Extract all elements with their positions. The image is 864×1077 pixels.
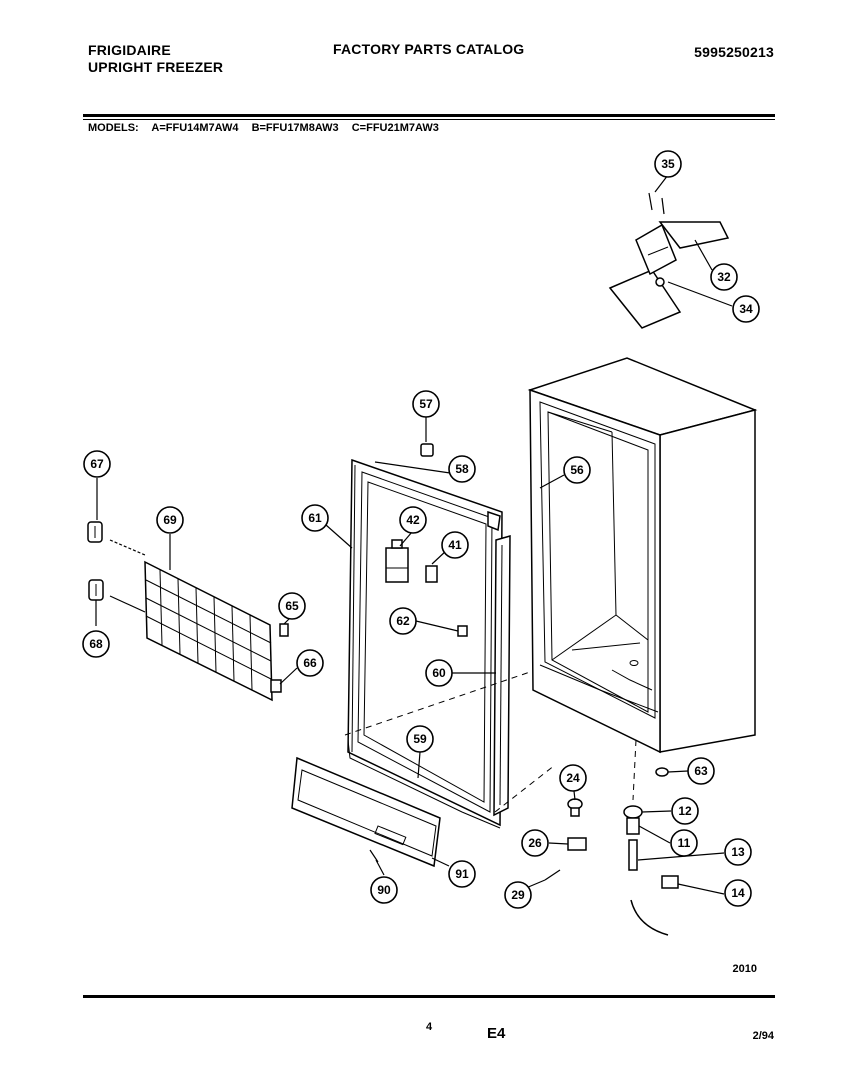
leader-lines [95, 174, 733, 895]
svg-text:12: 12 [678, 804, 692, 818]
clip-66 [270, 679, 282, 693]
assembly-lines [344, 671, 637, 813]
callout-67: 67 [83, 450, 111, 478]
section-code: E4 [487, 1025, 506, 1042]
svg-text:42: 42 [406, 513, 420, 527]
callout-42: 42 [399, 506, 427, 534]
callout-26: 26 [521, 829, 549, 857]
callout-90: 90 [370, 876, 398, 904]
callout-32: 32 [710, 263, 738, 291]
door-kickplate [291, 756, 441, 868]
callout-61: 61 [301, 504, 329, 532]
header-rule-thin [83, 119, 775, 120]
part-24 [567, 798, 583, 817]
models-label: MODELS: [88, 122, 139, 134]
door-liner-assembly [347, 458, 511, 827]
svg-text:69: 69 [163, 513, 177, 527]
svg-text:63: 63 [694, 764, 708, 778]
models-line: MODELS: A=FFU14M7AW4 B=FFU17M8AW3 C=FFU2… [88, 122, 449, 134]
wire-basket [144, 560, 273, 702]
svg-text:68: 68 [89, 637, 103, 651]
svg-text:14: 14 [731, 886, 745, 900]
svg-text:11: 11 [678, 836, 691, 850]
callout-69: 69 [156, 506, 184, 534]
callout-59: 59 [406, 725, 434, 753]
page-number: 4 [426, 1021, 433, 1033]
model-b: B=FFU17M8AW3 [251, 122, 339, 134]
callout-56: 56 [563, 456, 591, 484]
callout-12: 12 [671, 797, 699, 825]
svg-text:66: 66 [303, 656, 317, 670]
svg-text:56: 56 [570, 463, 584, 477]
svg-text:41: 41 [448, 538, 462, 552]
svg-text:24: 24 [566, 771, 580, 785]
top-hinge-assembly [608, 192, 730, 329]
part-26 [567, 837, 587, 851]
svg-text:35: 35 [661, 157, 675, 171]
svg-text:29: 29 [511, 888, 525, 902]
callout-68: 68 [82, 630, 110, 658]
catalog-title: FACTORY PARTS CATALOG [333, 41, 525, 57]
svg-text:32: 32 [717, 270, 731, 284]
callout-57: 57 [412, 390, 440, 418]
callout-63: 63 [687, 757, 715, 785]
catalog-date: 2/94 [752, 1030, 774, 1042]
header-rule-thick [83, 114, 775, 117]
catalog-part-number: 5995250213 [694, 44, 774, 60]
svg-text:91: 91 [455, 867, 469, 881]
screw-90 [369, 849, 379, 863]
model-a: A=FFU14M7AW4 [151, 122, 239, 134]
svg-text:34: 34 [739, 302, 753, 316]
callout-11: 11 [670, 829, 698, 857]
freezer-cabinet [527, 357, 758, 754]
shelf-retainer-upper [87, 521, 103, 543]
callout-29: 29 [504, 881, 532, 909]
svg-text:58: 58 [455, 462, 469, 476]
model-c: C=FFU21M7AW3 [351, 122, 439, 134]
callout-65: 65 [278, 592, 306, 620]
callout-58: 58 [448, 455, 476, 483]
callout-60: 60 [425, 659, 453, 687]
callout-91: 91 [448, 860, 476, 888]
plug-57 [420, 443, 434, 457]
drain-assembly [623, 805, 679, 936]
callout-24: 24 [559, 764, 587, 792]
diagram-code: 2010 [732, 963, 757, 975]
svg-text:13: 13 [731, 845, 745, 859]
screw-29 [544, 869, 561, 881]
control-42 [385, 539, 409, 583]
brand-name: FRIGIDAIRE [88, 42, 171, 58]
svg-text:90: 90 [377, 883, 391, 897]
leveler-63 [655, 767, 669, 777]
clip-62 [457, 625, 468, 637]
callout-41: 41 [441, 531, 469, 559]
callout-13: 13 [724, 838, 752, 866]
product-type: UPRIGHT FREEZER [88, 59, 224, 75]
footer-rule [83, 995, 775, 998]
callout-34: 34 [732, 295, 760, 323]
control-41 [425, 565, 438, 583]
brand-block: FRIGIDAIRE UPRIGHT FREEZER [88, 42, 223, 76]
callout-62: 62 [389, 607, 417, 635]
shelf-retainer-lower [88, 579, 104, 601]
callout-66: 66 [296, 649, 324, 677]
svg-text:59: 59 [413, 732, 427, 746]
svg-text:65: 65 [285, 599, 299, 613]
svg-text:67: 67 [90, 457, 104, 471]
svg-text:61: 61 [308, 511, 322, 525]
door-gasket-lower [347, 739, 501, 829]
svg-text:57: 57 [419, 397, 433, 411]
svg-text:62: 62 [396, 614, 410, 628]
callout-35: 35 [654, 150, 682, 178]
svg-text:26: 26 [528, 836, 542, 850]
callout-14: 14 [724, 879, 752, 907]
svg-text:60: 60 [432, 666, 446, 680]
pin-65 [279, 623, 289, 637]
